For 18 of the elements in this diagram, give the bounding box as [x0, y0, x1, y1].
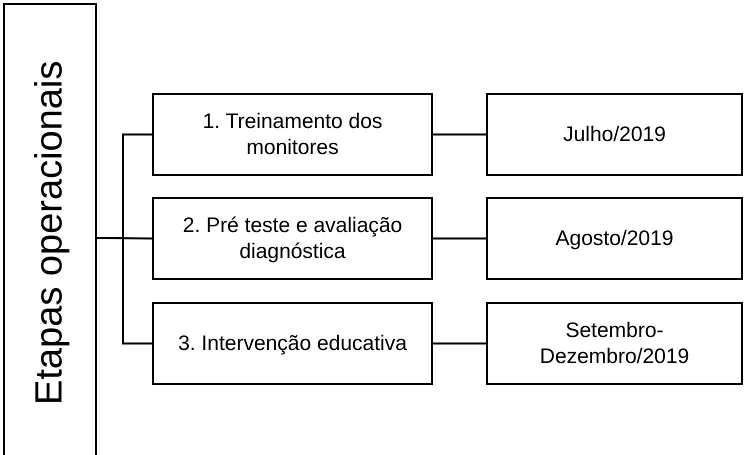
process-box: [152, 302, 433, 385]
box-text: Julho/2019: [563, 122, 666, 148]
vertical-heading: Etapas operacionais: [27, 60, 72, 406]
process-box: [486, 93, 743, 176]
connector-line: [433, 342, 486, 344]
title-box: [3, 3, 97, 455]
connector-line: [97, 237, 152, 344]
box-text: Agosto/2019: [556, 226, 674, 252]
process-box: [486, 302, 743, 385]
box-text: 2. Pré teste e avaliação diagnóstica: [182, 213, 404, 264]
process-box: [152, 197, 433, 280]
process-box: [486, 197, 743, 280]
process-box: [152, 93, 433, 176]
box-text: 1. Treinamento dos monitores: [202, 109, 384, 160]
connector-line: [433, 134, 486, 136]
box-text: Setembro- Dezembro/2019: [538, 318, 690, 369]
box-text: 3. Intervenção educativa: [178, 330, 407, 356]
connector-line: [433, 238, 486, 240]
